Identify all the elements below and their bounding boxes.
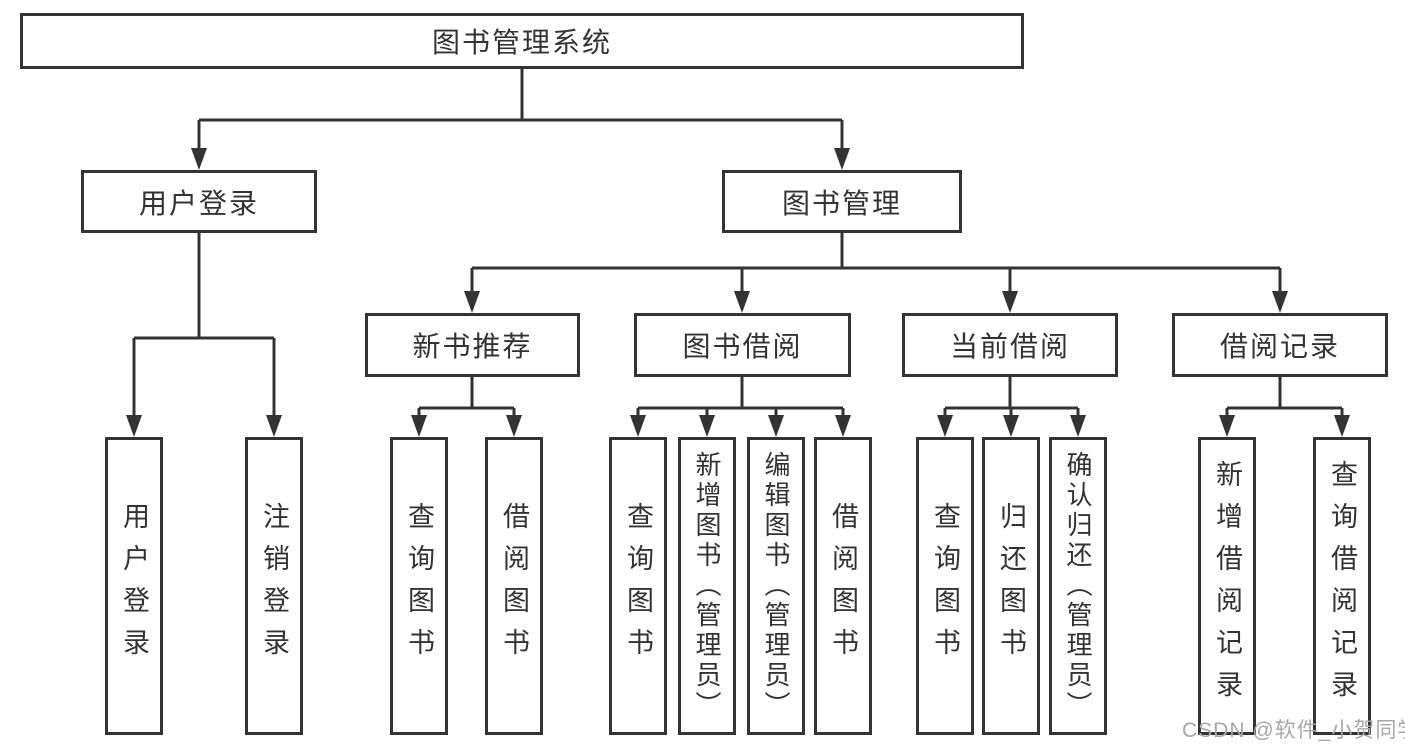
node-borrow-borrow-books: 借阅图书 — [814, 437, 872, 735]
node-borrow-edit-books-admin: 编辑图书（管理员） — [747, 437, 805, 735]
node-recommend-query-books: 查询图书 — [390, 437, 448, 735]
node-system-root: 图书管理系统 — [20, 13, 1024, 69]
node-user-login: 用户登录 — [81, 170, 317, 233]
node-book-management: 图书管理 — [722, 170, 962, 233]
csdn-watermark: CSDN @软件_小贺同学 — [1182, 719, 1405, 742]
node-login-action: 用户登录 — [105, 437, 163, 735]
node-recommend-borrow-books: 借阅图书 — [485, 437, 543, 735]
node-borrow-add-books-admin: 新增图书（管理员） — [678, 437, 736, 735]
node-book-borrow: 图书借阅 — [634, 313, 851, 377]
node-current-borrow: 当前借阅 — [902, 313, 1118, 377]
node-borrow-records: 借阅记录 — [1172, 313, 1388, 377]
node-new-book-recommend: 新书推荐 — [365, 313, 580, 377]
node-logout-action: 注销登录 — [245, 437, 303, 735]
node-records-query-record: 查询借阅记录 — [1313, 437, 1371, 735]
node-current-return-books: 归还图书 — [982, 437, 1040, 735]
node-records-add-record: 新增借阅记录 — [1198, 437, 1256, 735]
node-borrow-query-books: 查询图书 — [609, 437, 667, 735]
node-current-query-books: 查询图书 — [916, 437, 974, 735]
node-current-confirm-return-admin: 确认归还（管理员） — [1049, 437, 1107, 735]
